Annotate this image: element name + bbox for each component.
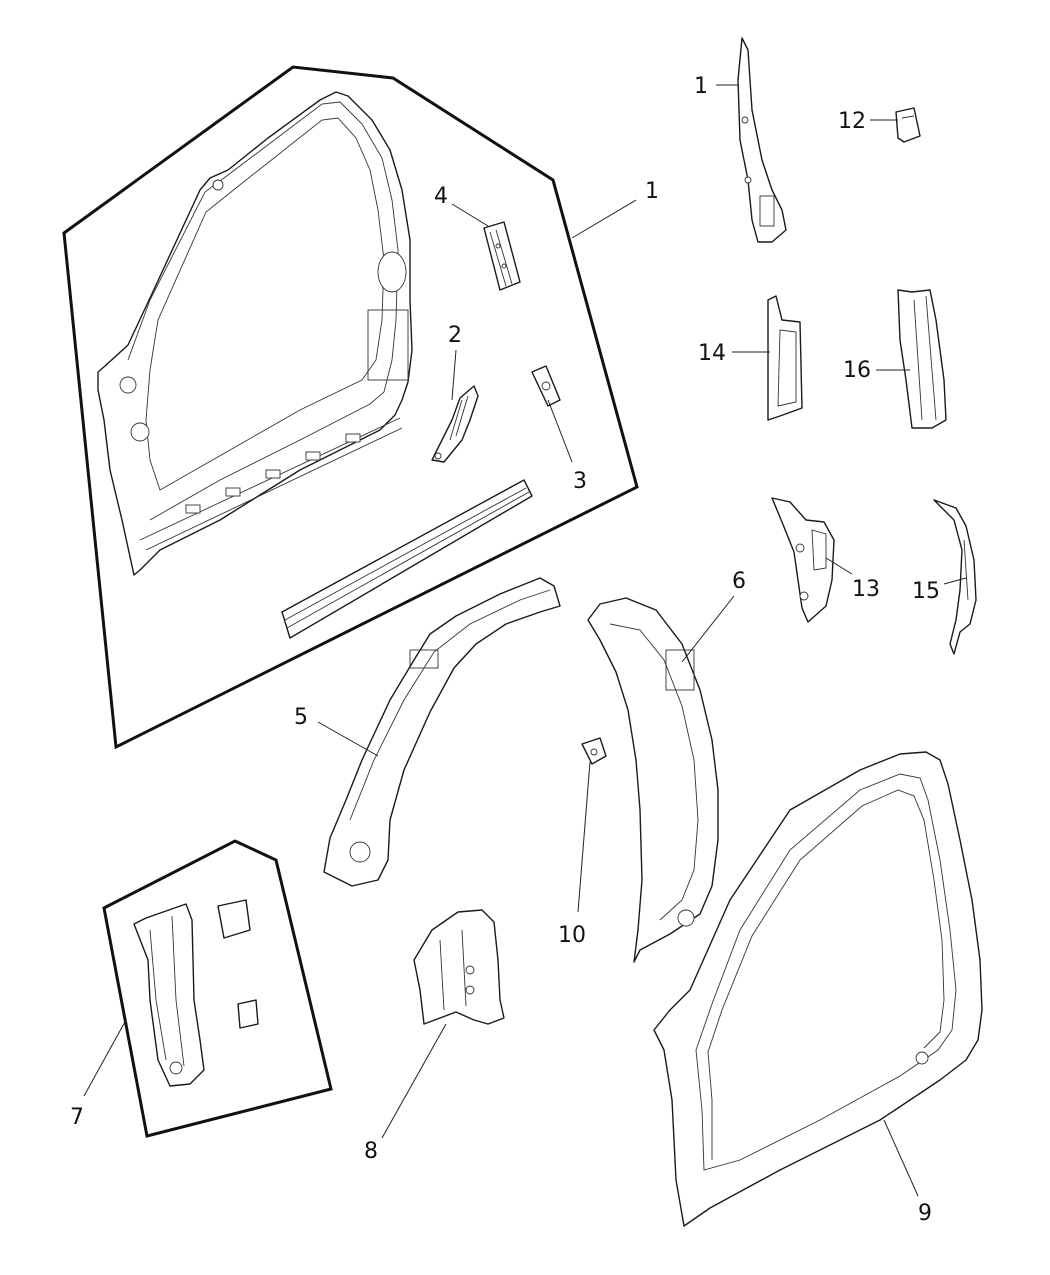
callout-9: 9 xyxy=(918,1201,932,1226)
callout-6: 6 xyxy=(732,569,746,594)
callout-5: 5 xyxy=(294,705,308,730)
assembly-7-frame xyxy=(102,839,333,1138)
part-7-pillar-reinforcement xyxy=(133,899,259,1087)
callout-16: 16 xyxy=(843,358,871,383)
part-9-outer-aperture xyxy=(653,751,983,1227)
callout-7: 7 xyxy=(70,1105,84,1130)
part-13-bracket xyxy=(771,497,835,623)
part-1-aperture-panel xyxy=(97,91,413,576)
callout-3: 3 xyxy=(573,469,587,494)
part-6-b-pillar xyxy=(587,597,719,963)
part-3-plate xyxy=(531,365,561,407)
callout-4: 4 xyxy=(434,184,448,209)
callout-1-right: 1 xyxy=(694,74,708,99)
callout-12: 12 xyxy=(838,109,866,134)
callout-8: 8 xyxy=(364,1139,378,1164)
sill-rail xyxy=(281,479,533,639)
part-10-nut-plate xyxy=(581,737,607,765)
part-16-reinforcement xyxy=(897,289,947,429)
part-1-pillar-detail xyxy=(737,37,787,243)
part-14-trim-panel xyxy=(767,295,803,421)
part-8-hinge-pillar xyxy=(413,909,505,1025)
part-12-clip xyxy=(895,107,921,143)
part-2-bracket xyxy=(431,385,479,463)
part-4-reinforcement-strip xyxy=(483,221,521,291)
callout-10: 10 xyxy=(558,923,586,948)
callout-2: 2 xyxy=(448,323,462,348)
part-5-a-pillar xyxy=(323,577,561,887)
assembly-1-frame xyxy=(62,65,639,750)
callout-1: 1 xyxy=(645,179,659,204)
callout-14: 14 xyxy=(698,341,726,366)
callout-15: 15 xyxy=(912,579,940,604)
part-15-bracket xyxy=(933,499,977,655)
callout-13: 13 xyxy=(852,577,880,602)
leader-lines xyxy=(83,84,967,1197)
